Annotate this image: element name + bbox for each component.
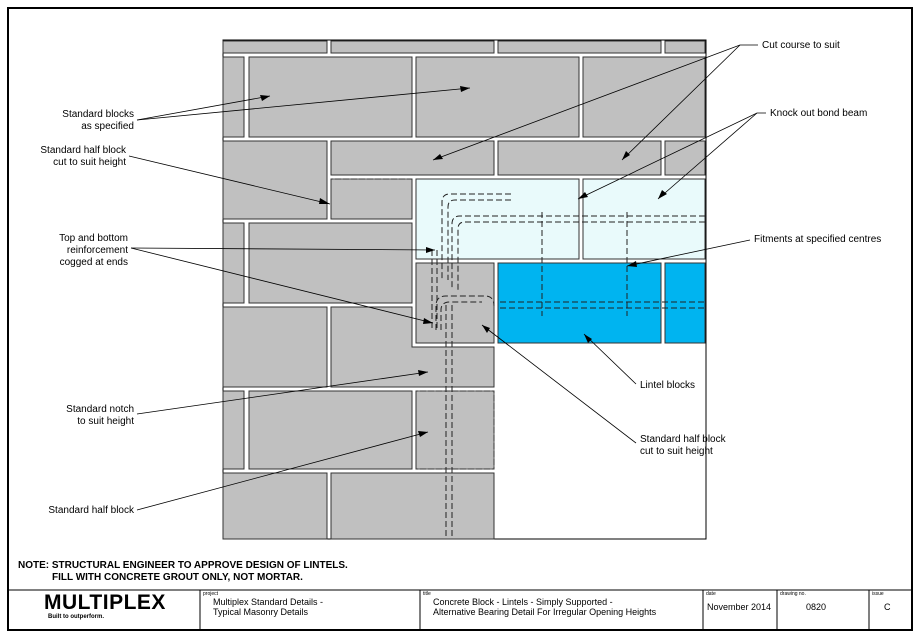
cut-edge-marks [333, 178, 495, 470]
project-name: Multiplex Standard Details -Typical Maso… [213, 597, 324, 617]
drawing-date: November 2014 [707, 602, 772, 612]
label-half-block-bottom: Standard half block [48, 505, 134, 516]
block [664, 40, 706, 54]
label-fitments: Fitments at specified centres [754, 234, 882, 245]
block [222, 222, 245, 304]
arrowheads [260, 86, 667, 437]
block [330, 40, 495, 54]
block [497, 140, 662, 176]
issue-caption: issue [872, 591, 884, 597]
date-caption: date [706, 591, 716, 597]
lintel-block [664, 262, 706, 344]
block [664, 140, 706, 176]
masonry-wall [222, 39, 707, 540]
block [222, 40, 328, 54]
bond-beam-block [582, 178, 706, 260]
label-lintel-blocks: Lintel blocks [640, 380, 696, 391]
block [248, 222, 413, 304]
company-logo: MULTIPLEX [44, 591, 166, 614]
block [330, 140, 495, 176]
block [222, 56, 245, 138]
sheet-border [7, 7, 913, 631]
title-block-frame [8, 589, 912, 630]
block [222, 140, 328, 220]
half-block-cut [415, 262, 495, 344]
project-caption: project [203, 591, 219, 597]
block [415, 56, 580, 138]
block [222, 390, 245, 470]
bond-beam-block [415, 178, 580, 260]
lintel-block [497, 262, 662, 344]
half-block-cut [330, 178, 413, 220]
block [330, 472, 495, 540]
structural-note: NOTE: STRUCTURAL ENGINEER TO APPROVE DES… [18, 560, 348, 583]
label-knock-out: Knock out bond beam [770, 108, 868, 119]
label-cut-course: Cut course to suit [762, 40, 840, 51]
company-tagline: Built to outperform. [48, 614, 104, 620]
block [497, 40, 662, 54]
drawing-number: 0820 [806, 602, 827, 612]
issue-letter: C [884, 602, 891, 612]
reinforcement-bars [431, 193, 705, 539]
notched-block [330, 306, 495, 388]
block [248, 390, 413, 470]
title-caption: title [423, 591, 431, 597]
drawing-title: Concrete Block - Lintels - Simply Suppor… [433, 597, 657, 617]
half-block [415, 390, 495, 470]
block [248, 56, 413, 138]
drawing-no-caption: drawing no. [780, 591, 806, 597]
block [222, 306, 328, 388]
block [582, 56, 706, 138]
leader-lines [128, 44, 766, 511]
block [222, 472, 328, 540]
